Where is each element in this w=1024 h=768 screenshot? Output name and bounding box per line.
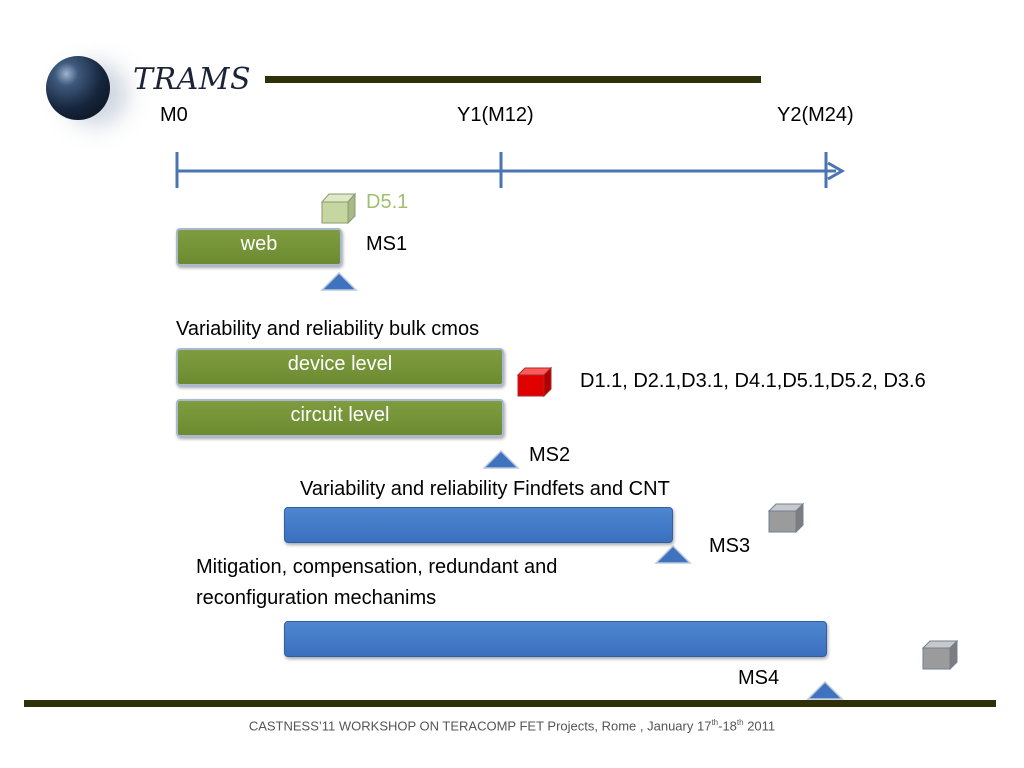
- footer-rule: [24, 700, 996, 707]
- task-bar-device-level-label: device level: [287, 353, 393, 375]
- task-bar-device-level: device level: [176, 348, 504, 386]
- timeline-label-y1: Y1(M12): [457, 104, 534, 126]
- milestone-triangle-icon: [482, 449, 520, 469]
- footer-sup-1: th: [711, 718, 719, 727]
- milestone-ms4-label: MS4: [738, 667, 780, 689]
- task-bar-web: web: [176, 228, 342, 266]
- logo-text: TRAMS: [133, 62, 252, 97]
- header-rule: [265, 76, 761, 83]
- logo-sphere-icon: [46, 56, 110, 120]
- deliverables-list: D1.1, D2.1,D3.1, D4.1,D5.1,D5.2, D3.6: [580, 370, 926, 392]
- deliverable-cube-icon: [921, 639, 959, 671]
- section-title-bulk-cmos: Variability and reliability bulk cmos: [176, 318, 480, 340]
- task-bar-finfets-cnt: [284, 507, 673, 543]
- section-title-mitigation-line1: Mitigation, compensation, redundant and: [196, 556, 558, 578]
- section-title-finfets-cnt: Variability and reliability Findfets and…: [300, 478, 670, 500]
- milestone-ms3-label: MS3: [709, 535, 751, 557]
- task-bar-circuit-level: circuit level: [176, 399, 504, 437]
- deliverable-cube-icon: [767, 502, 805, 534]
- milestone-ms1-label: MS1: [366, 233, 408, 255]
- deliverable-cube-icon: [320, 192, 357, 225]
- timeline-label-y2: Y2(M24): [777, 104, 854, 126]
- timeline-axis: [175, 152, 846, 188]
- timeline-label-m0: M0: [160, 104, 188, 126]
- milestone-triangle-icon: [806, 680, 844, 700]
- footer-mid: -18: [718, 718, 737, 734]
- section-title-mitigation-line2: reconfiguration mechanims: [196, 587, 437, 609]
- footer-sup-2: th: [736, 718, 744, 727]
- deliverable-d51-label: D5.1: [366, 191, 409, 213]
- milestone-triangle-icon: [320, 271, 358, 291]
- footer-text: CASTNESS’11 WORKSHOP ON TERACOMP FET Pro…: [0, 718, 1024, 733]
- footer-suffix: 2011: [743, 718, 776, 734]
- deliverable-cube-icon: [516, 366, 553, 398]
- task-bar-circuit-level-label: circuit level: [290, 404, 390, 426]
- task-bar-web-label: web: [240, 233, 278, 255]
- footer-prefix: CASTNESS’11 WORKSHOP ON TERACOMP FET Pro…: [248, 718, 712, 734]
- milestone-triangle-icon: [654, 544, 692, 564]
- milestone-ms2-label: MS2: [529, 444, 571, 466]
- task-bar-mitigation: [284, 621, 827, 657]
